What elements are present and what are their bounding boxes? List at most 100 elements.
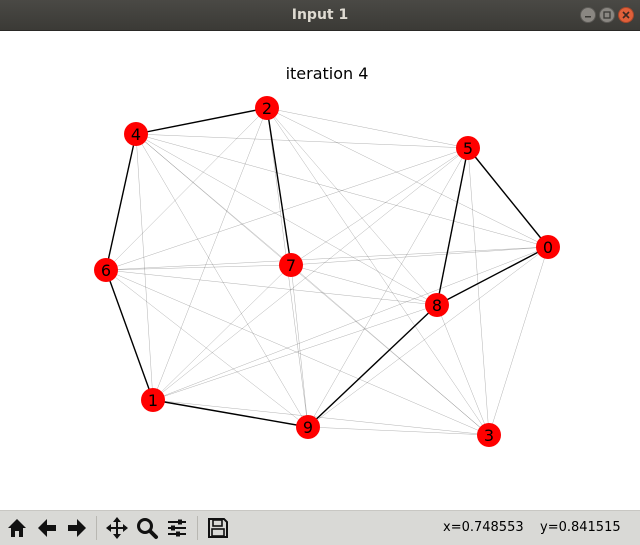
graph-node-0: 0 (536, 235, 560, 259)
x-coordinate-readout: x=0.748553 (443, 520, 524, 535)
home-button[interactable] (3, 514, 31, 542)
edge-4-5 (135, 133, 469, 149)
node-marker (124, 122, 148, 146)
edge-0-1 (152, 246, 549, 401)
edge-4-9 (135, 133, 309, 428)
node-marker (425, 293, 449, 317)
home-icon (8, 519, 26, 537)
node-marker (255, 96, 279, 120)
edge-8-9 (307, 304, 438, 428)
floppy-icon (208, 518, 228, 538)
edge-1-3 (152, 399, 490, 436)
node-label: 4 (131, 125, 141, 144)
graph-node-5: 5 (456, 136, 480, 160)
edge-6-8 (105, 269, 438, 306)
plot-title: iteration 4 (286, 64, 369, 83)
node-marker (477, 423, 501, 447)
node-label: 3 (484, 426, 494, 445)
edge-5-9 (307, 147, 469, 428)
edge-2-6 (105, 107, 268, 271)
edge-5-7 (290, 147, 469, 266)
edge-0-3 (488, 246, 549, 436)
edge-3-5 (467, 147, 490, 436)
edge-0-8 (436, 246, 549, 306)
edge-3-9 (307, 426, 490, 436)
magnifier-icon (137, 518, 158, 539)
graph-node-7: 7 (279, 253, 303, 277)
node-label: 1 (148, 391, 158, 410)
edge-2-7 (266, 107, 292, 266)
graph-nodes: 0 1 2 3 4 5 6 7 8 9 (94, 96, 560, 447)
maximize-button[interactable] (599, 7, 615, 23)
arrow-right-icon (68, 519, 86, 537)
move-icon (106, 517, 128, 539)
navigation-toolbar: x=0.748553 y=0.841515 (0, 510, 640, 545)
minimize-icon (585, 16, 591, 18)
edge-5-8 (436, 147, 469, 306)
minimize-button[interactable] (580, 7, 596, 23)
window-title: Input 1 (291, 7, 349, 23)
edge-3-6 (105, 269, 490, 436)
node-marker (141, 388, 165, 412)
graph-node-1: 1 (141, 388, 165, 412)
edge-4-7 (135, 133, 292, 266)
graph-node-9: 9 (296, 415, 320, 439)
graph-node-2: 2 (255, 96, 279, 120)
edge-4-6 (105, 133, 137, 271)
y-coordinate-readout: y=0.841515 (540, 520, 621, 535)
graph-node-6: 6 (94, 258, 118, 282)
zoom-button[interactable] (133, 514, 161, 542)
node-marker (456, 136, 480, 160)
maximize-icon (603, 11, 611, 19)
close-button[interactable] (618, 7, 634, 23)
weak-edges (105, 107, 549, 436)
save-button[interactable] (204, 514, 232, 542)
node-label: 5 (463, 139, 473, 158)
edge-1-2 (152, 107, 268, 401)
toolbar-separator (197, 516, 198, 540)
node-marker (296, 415, 320, 439)
forward-button[interactable] (63, 514, 91, 542)
pan-button[interactable] (103, 514, 131, 542)
node-marker (94, 258, 118, 282)
node-marker (536, 235, 560, 259)
edge-7-9 (290, 264, 309, 428)
graph-plot: iteration 4 0 1 2 3 4 5 6 7 8 9 (94, 64, 560, 447)
edge-2-5 (266, 107, 469, 149)
edge-5-6 (105, 147, 469, 271)
edge-6-9 (105, 269, 309, 428)
window-controls (580, 7, 634, 23)
close-icon (622, 11, 630, 19)
toolbar-separator (96, 516, 97, 540)
edge-0-2 (266, 107, 549, 248)
configure-button[interactable] (163, 514, 191, 542)
node-label: 0 (543, 238, 553, 257)
edge-7-8 (290, 264, 438, 306)
node-label: 9 (303, 418, 313, 437)
edge-0-9 (307, 246, 549, 428)
graph-node-8: 8 (425, 293, 449, 317)
edge-0-6 (105, 246, 549, 271)
node-label: 7 (286, 256, 296, 275)
edge-6-7 (105, 264, 292, 271)
node-marker (279, 253, 303, 277)
node-label: 6 (101, 261, 111, 280)
edge-0-5 (467, 147, 549, 248)
strong-edges (105, 107, 549, 428)
node-label: 2 (262, 99, 272, 118)
edge-1-6 (105, 269, 154, 401)
edge-3-8 (436, 304, 490, 436)
graph-node-3: 3 (477, 423, 501, 447)
edge-4-8 (135, 133, 438, 306)
edge-2-4 (135, 107, 268, 135)
edge-1-7 (152, 264, 292, 401)
edge-2-3 (266, 107, 490, 436)
edge-0-7 (290, 246, 549, 266)
edge-3-4 (135, 133, 490, 436)
plot-canvas[interactable]: iteration 4 0 1 2 3 4 5 6 7 8 9 (0, 31, 640, 510)
title-bar: Input 1 (0, 0, 640, 31)
arrow-left-icon (38, 519, 56, 537)
back-button[interactable] (33, 514, 61, 542)
edge-0-4 (135, 133, 549, 248)
